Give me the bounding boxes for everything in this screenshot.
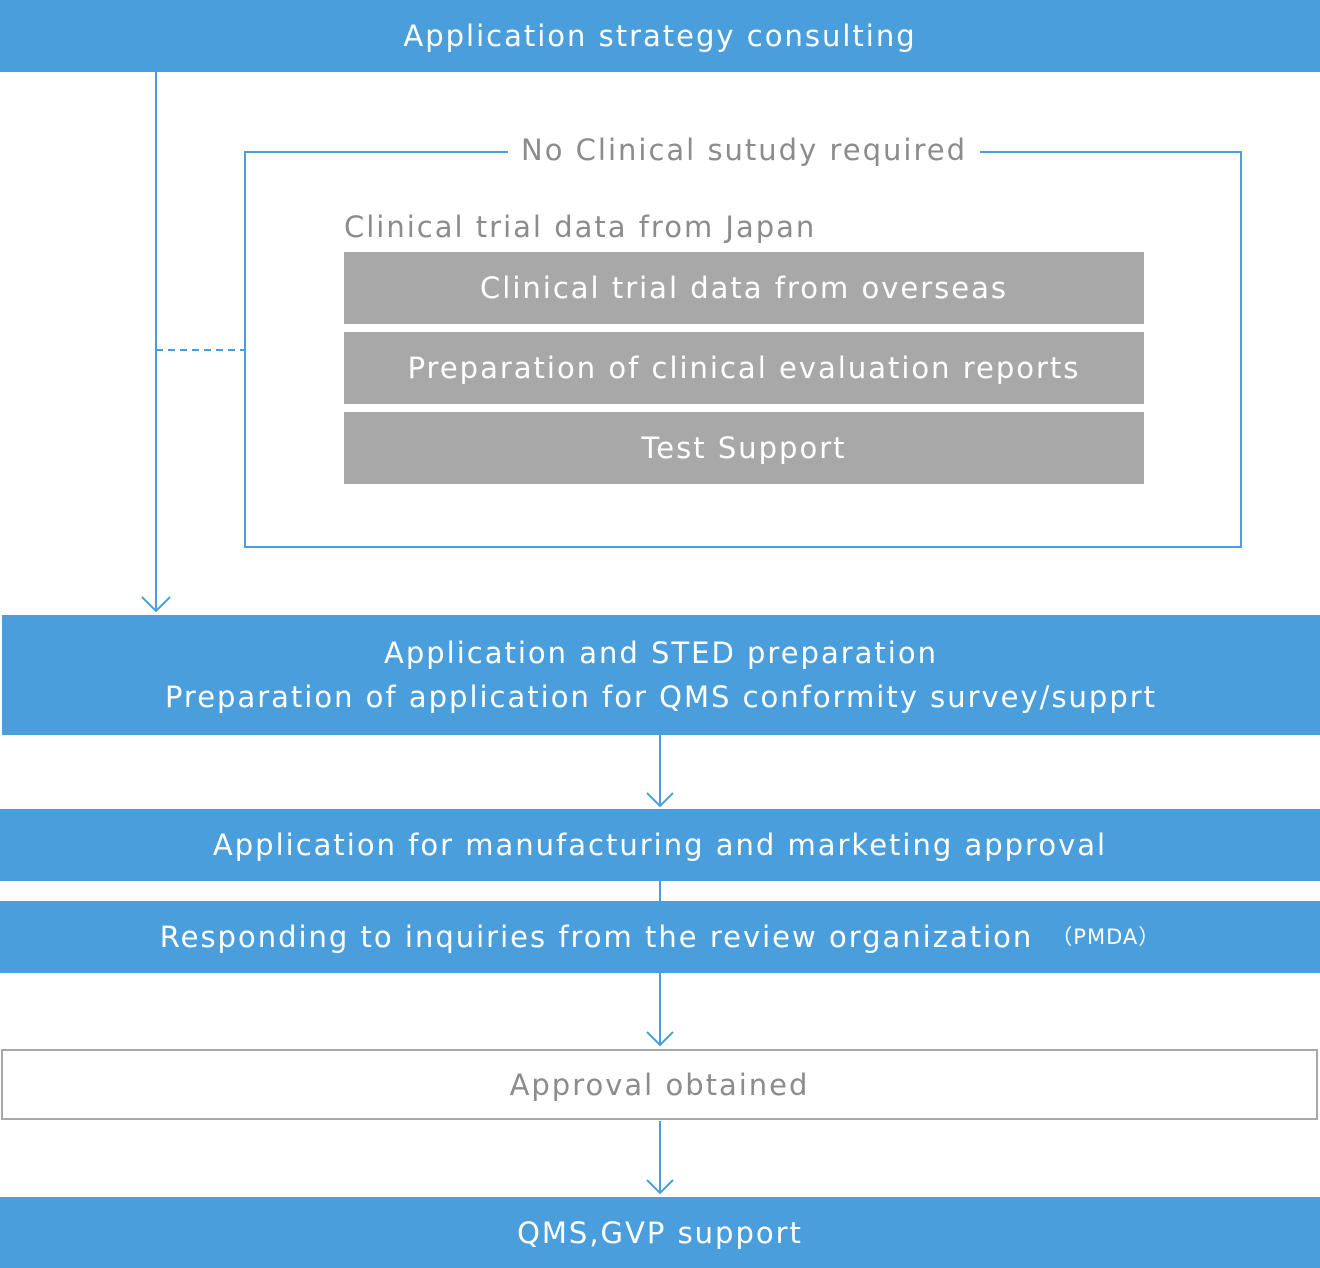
qms-gvp-label: QMS,GVP support [517,1215,803,1250]
approval-obtained-label: Approval obtained [509,1067,810,1102]
consulting-step: Application strategy consulting [0,0,1320,72]
test-support-step: Test Support [344,412,1144,484]
sted-line2: Preparation of application for QMS confo… [164,680,1158,714]
overseas-data-label: Clinical trial data from overseas [480,271,1008,305]
no-clinical-study-title: No Clinical sutudy required [508,128,980,172]
qms-gvp-step: QMS,GVP support [0,1197,1320,1268]
consulting-label: Application strategy consulting [403,19,917,53]
arrow-to-approval-app [646,792,674,808]
evaluation-reports-step: Preparation of clinical evaluation repor… [344,332,1144,404]
approval-obtained-step: Approval obtained [1,1049,1318,1120]
pmda-label: （PMDA） [1051,925,1161,949]
inquiries-step: Responding to inquiries from the review … [0,901,1320,973]
overseas-data-step: Clinical trial data from overseas [344,252,1144,324]
arrow-to-approval [646,1031,674,1047]
arrow-to-sted [141,596,171,613]
manufacturing-approval-label: Application for manufacturing and market… [212,828,1108,862]
manufacturing-approval-step: Application for manufacturing and market… [0,809,1320,881]
test-support-label: Test Support [641,431,847,465]
evaluation-reports-label: Preparation of clinical evaluation repor… [407,351,1081,385]
sted-line1: Application and STED preparation [384,636,938,670]
arrow-to-qms [646,1179,674,1195]
japan-data-label: Clinical trial data from Japan [344,210,817,244]
sted-preparation-step: Application and STED preparation Prepara… [2,615,1320,735]
inquiries-label: Responding to inquiries from the review … [159,920,1034,954]
